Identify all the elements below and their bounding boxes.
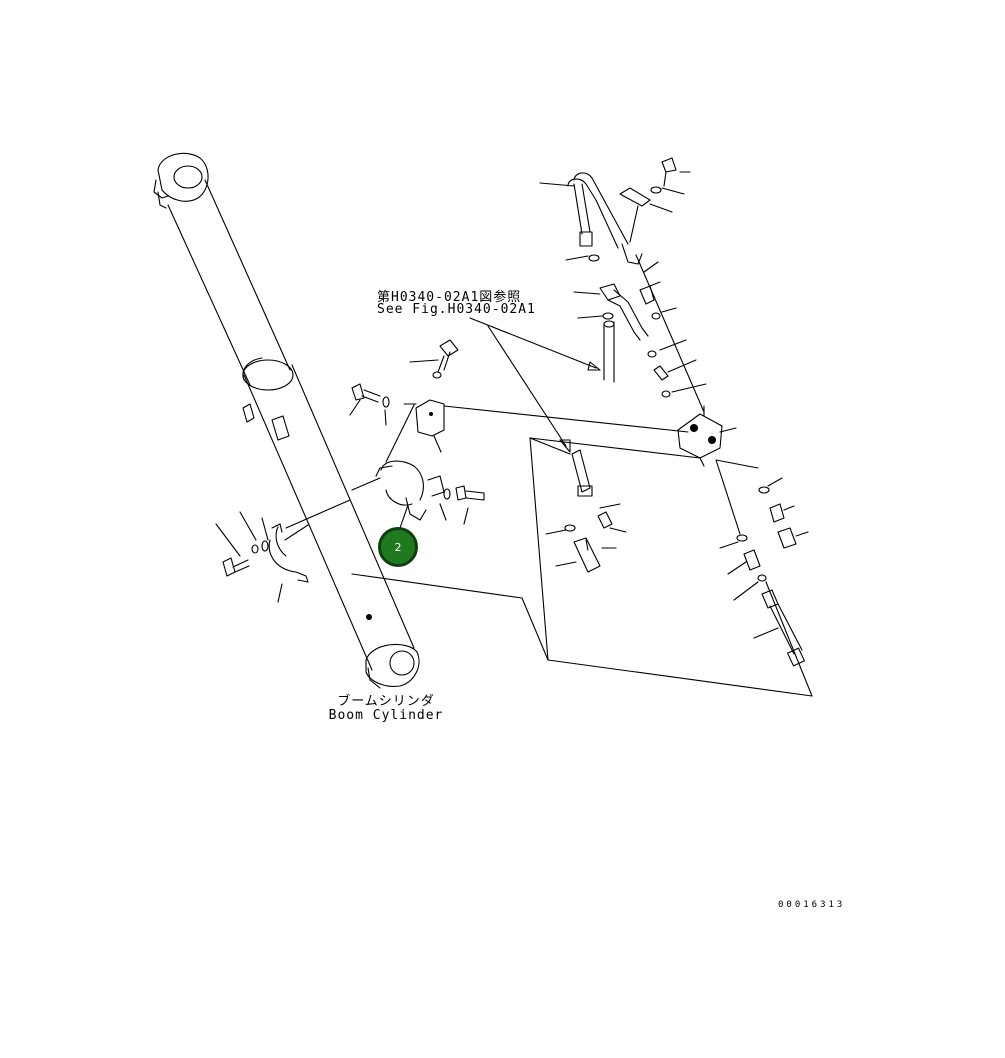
- lower-clamp: [215, 511, 309, 603]
- assembly-label-jp: ブームシリンダ: [337, 694, 435, 709]
- reference-note-en: See Fig.H0340-02A1: [377, 302, 536, 317]
- reference-note-jp: 第H0340-02A1図参照: [377, 290, 522, 305]
- assembly-label-en: Boom Cylinder: [328, 708, 444, 723]
- boom-cylinder: [153, 152, 420, 689]
- callout-2-badge[interactable]: 2: [378, 527, 418, 567]
- upper-tube: [539, 157, 707, 398]
- right-fittings: [719, 477, 809, 667]
- reference-leaders: [285, 317, 813, 697]
- document-number: 00016313: [778, 900, 846, 910]
- upper-clamp: [349, 339, 689, 529]
- valve-block: [529, 254, 759, 535]
- middle-hose: [529, 437, 627, 573]
